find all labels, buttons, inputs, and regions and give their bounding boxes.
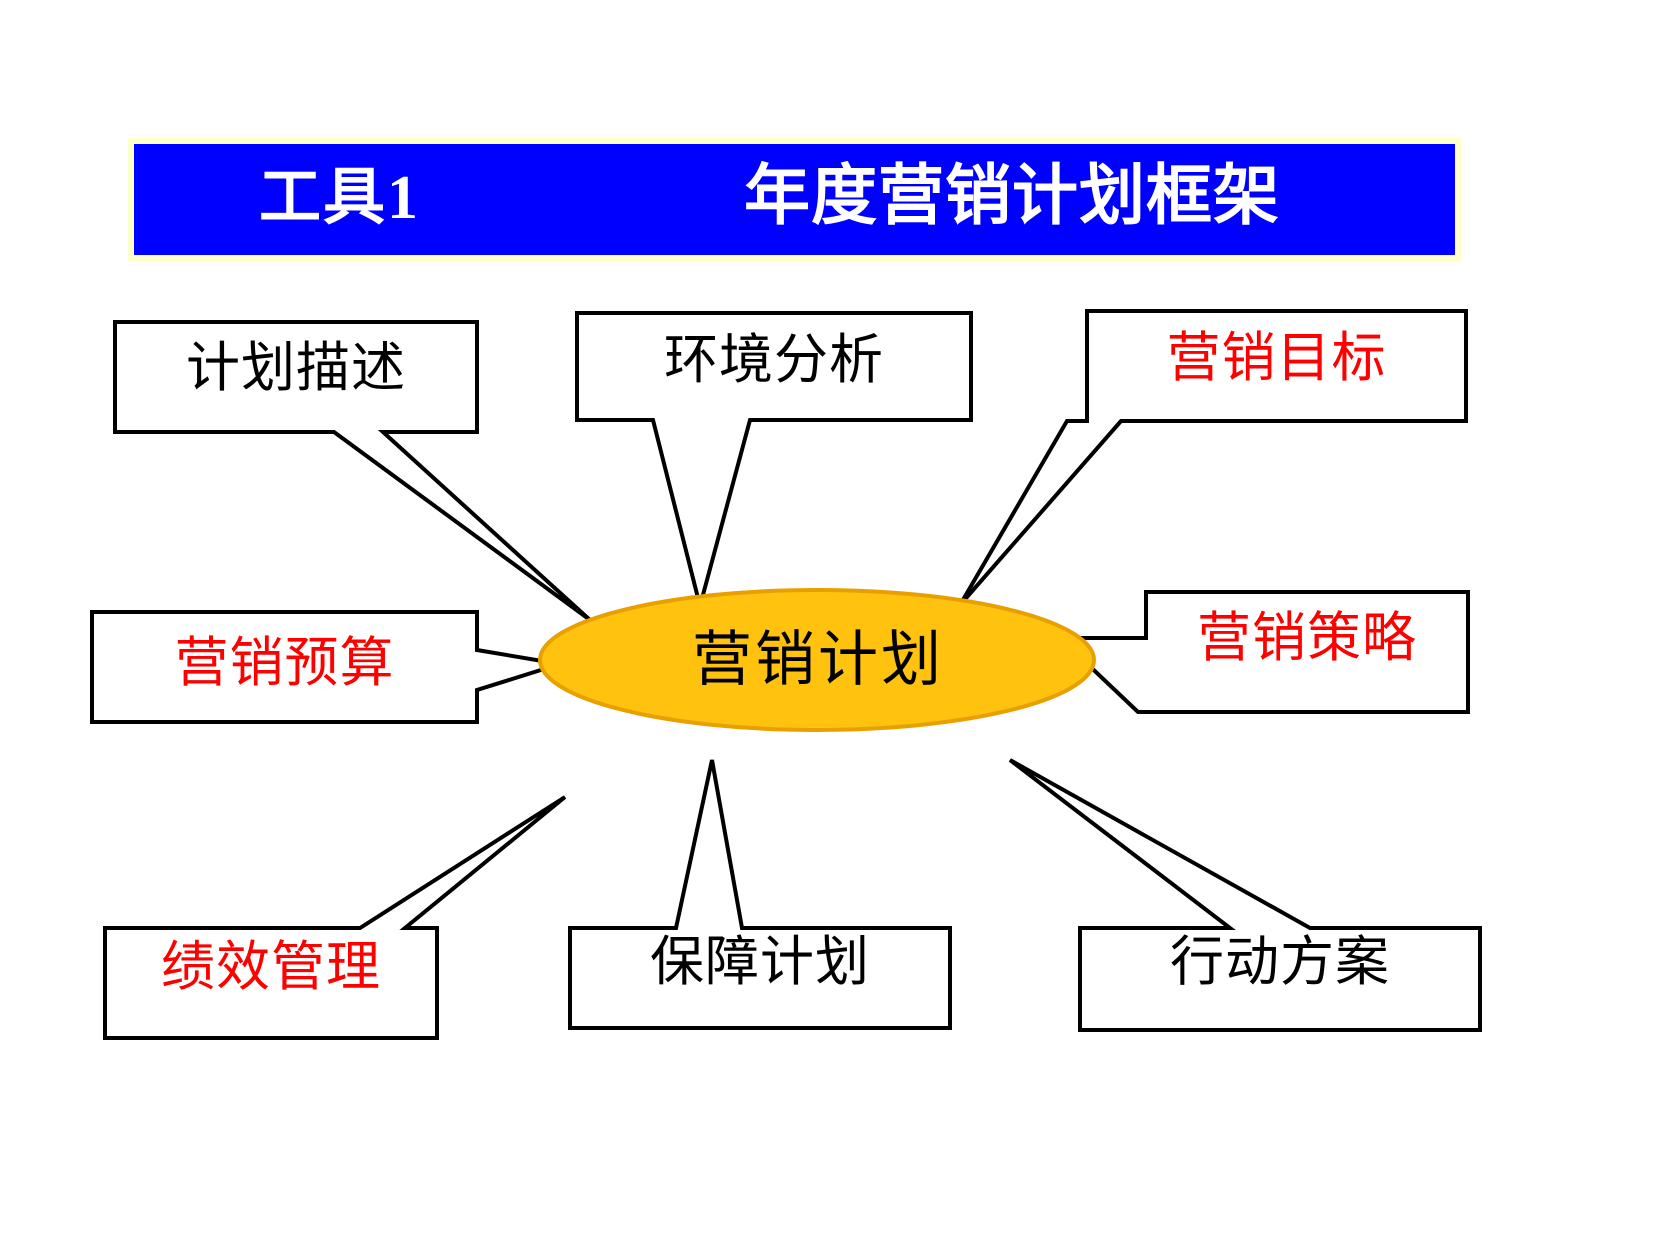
callout-marketing-strategy[interactable] [1054, 590, 1470, 714]
label-plan-description: 计划描述 [186, 338, 406, 398]
label-marketing-objectives: 营销目标 [1166, 328, 1387, 388]
callout-action-plan[interactable] [1008, 758, 1482, 1032]
label-environment-analysis: 环境分析 [664, 330, 884, 390]
header-title: 年度营销计划框架 [744, 160, 1280, 233]
label-action-plan: 行动方案 [1170, 932, 1390, 992]
header-tool-label: 工具1 [259, 164, 421, 232]
label-performance-management: 绩效管理 [161, 937, 381, 997]
callout-performance-management[interactable] [103, 795, 567, 1040]
label-marketing-budget: 营销预算 [174, 633, 395, 693]
callout-marketing-objectives[interactable] [958, 309, 1468, 607]
header-banner: 工具1 年度营销计划框架 [134, 144, 1455, 255]
label-center-marketing-plan: 营销计划 [692, 627, 944, 693]
label-marketing-strategy: 营销策略 [1197, 608, 1417, 668]
callout-marketing-budget[interactable] [90, 610, 561, 724]
callout-plan-description[interactable] [113, 320, 592, 622]
label-support-plan: 保障计划 [650, 932, 870, 992]
callout-support-plan[interactable] [568, 759, 952, 1030]
center-node-ellipse[interactable] [538, 588, 1096, 732]
callout-environment-analysis[interactable] [575, 311, 973, 614]
